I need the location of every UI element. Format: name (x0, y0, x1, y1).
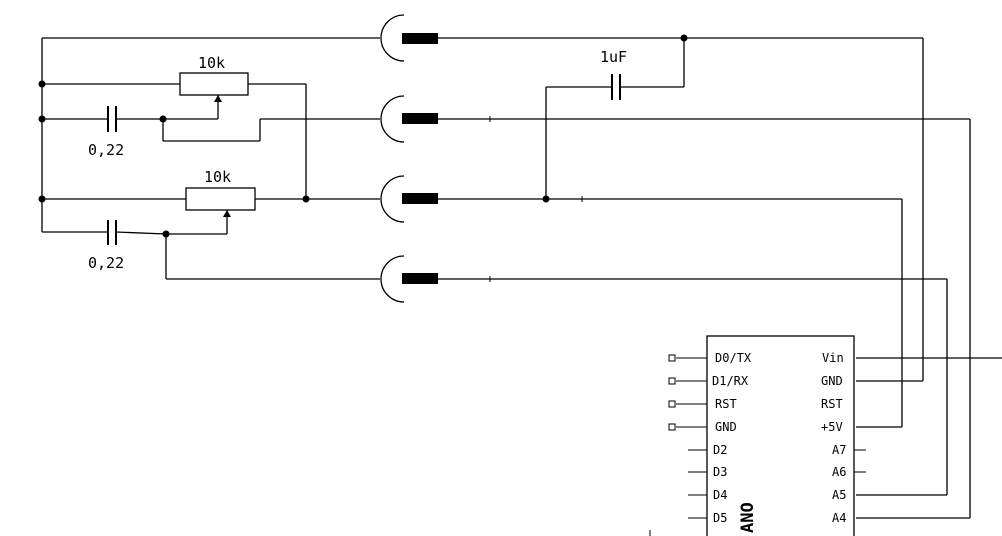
arduino-board: ANO D0/TX D1/RX RST GND D2 D3 D4 D5 (668, 335, 866, 536)
board-name: ANO (738, 502, 758, 533)
pin-rst-left: RST (715, 397, 737, 411)
pot-top-label: 10k (198, 54, 225, 72)
potentiometer-bottom: 10k (42, 168, 380, 235)
pin-vin: Vin (822, 351, 844, 365)
pin-5v: +5V (821, 420, 843, 434)
potentiometer-top: 10k (42, 54, 307, 199)
cap-top-label: 0,22 (88, 141, 124, 159)
pin-d2: D2 (713, 443, 727, 457)
pin-d1-rx: D1/RX (712, 374, 749, 388)
capacitor-bottom: 0,22 (42, 220, 380, 280)
pin-a4: A4 (832, 511, 846, 525)
left-pin-stubs (668, 354, 707, 519)
pin-a5: A5 (832, 488, 846, 502)
pot-bottom-label: 10k (204, 168, 231, 186)
jack-3 (380, 175, 438, 223)
cap-1uf-label: 1uF (600, 48, 627, 66)
pin-rst-right: RST (821, 397, 843, 411)
pin-gnd-right: GND (821, 374, 843, 388)
pin-d4: D4 (713, 488, 727, 502)
cap-bottom-label: 0,22 (88, 254, 124, 272)
pin-a7: A7 (832, 443, 846, 457)
jack-1 (380, 14, 438, 62)
pin-gnd-left: GND (715, 420, 737, 434)
pin-d3: D3 (713, 465, 727, 479)
pin-d5: D5 (713, 511, 727, 525)
pin-a6: A6 (832, 465, 846, 479)
connector-jacks (380, 14, 438, 303)
jack-2 (380, 95, 438, 143)
jack-4 (380, 255, 438, 303)
pin-d0-tx: D0/TX (715, 351, 752, 365)
capacitor-top: 0,22 (42, 106, 380, 159)
right-wiring: 1uF (438, 34, 1002, 536)
